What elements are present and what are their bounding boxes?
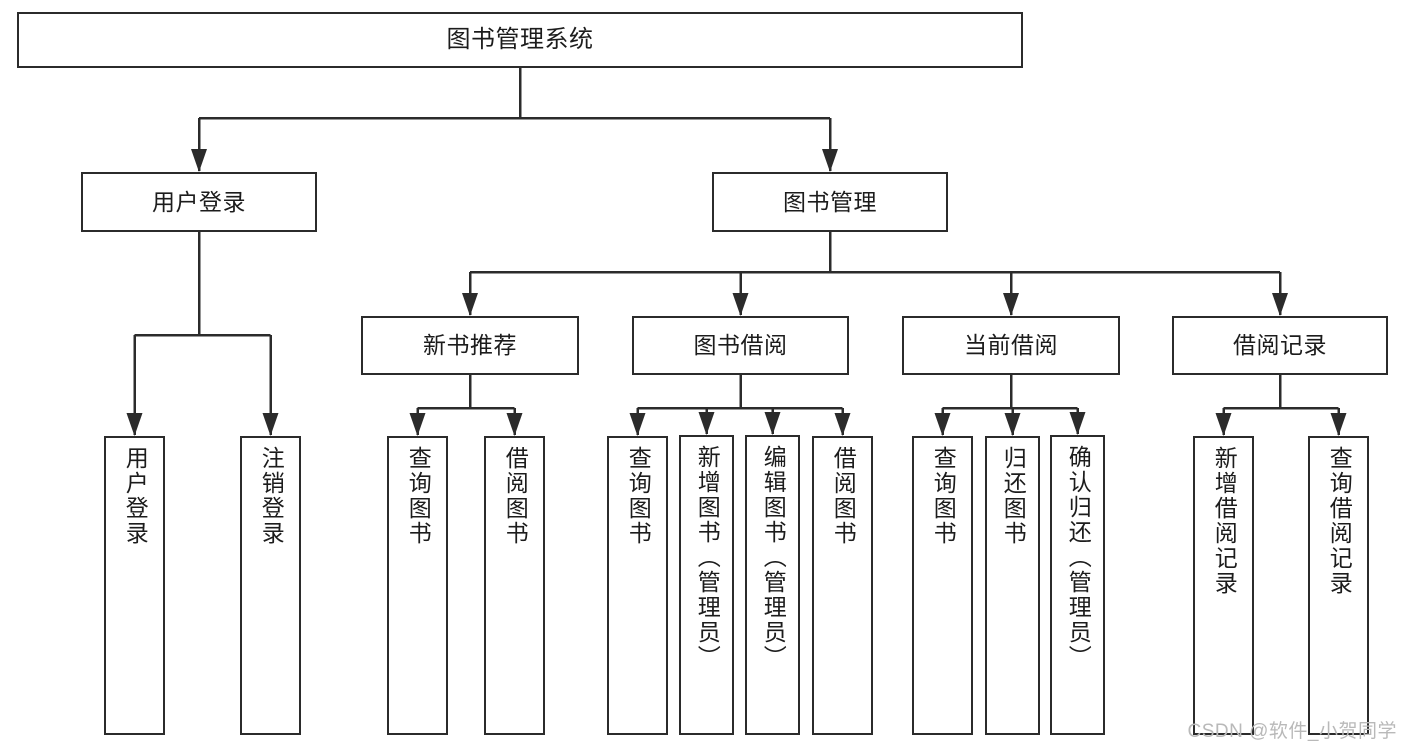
node-label: 查询图书 xyxy=(930,446,957,546)
node-label: 新书推荐 xyxy=(423,332,517,359)
node-leaf-rec-query[interactable]: 查询图书 xyxy=(387,436,448,735)
node-label: 查询图书 xyxy=(625,446,652,546)
node-current-borrow[interactable]: 当前借阅 xyxy=(902,316,1120,375)
node-label: 新增图书（管理员） xyxy=(694,445,721,670)
node-label: 确认归还（管理员） xyxy=(1065,445,1092,670)
node-label: 借阅图书 xyxy=(502,446,529,546)
node-user-login[interactable]: 用户登录 xyxy=(81,172,317,232)
node-borrow-record[interactable]: 借阅记录 xyxy=(1172,316,1388,375)
node-label: 图书借阅 xyxy=(693,332,788,359)
node-new-book-rec[interactable]: 新书推荐 xyxy=(361,316,579,375)
node-label: 借阅图书 xyxy=(830,446,857,546)
node-label: 用户登录 xyxy=(152,188,246,215)
node-label: 新增借阅记录 xyxy=(1211,446,1238,596)
node-leaf-brw-lend[interactable]: 借阅图书 xyxy=(812,436,873,735)
node-leaf-cur-confirm[interactable]: 确认归还（管理员） xyxy=(1050,435,1105,735)
node-label: 图书管理系统 xyxy=(446,26,594,54)
node-label: 当前借阅 xyxy=(964,332,1058,359)
node-leaf-rcd-add[interactable]: 新增借阅记录 xyxy=(1193,436,1254,735)
node-leaf-rec-borrow[interactable]: 借阅图书 xyxy=(484,436,545,735)
csdn-watermark: CSDN @软件_小贺同学 xyxy=(1187,721,1397,742)
node-label: 归还图书 xyxy=(1000,446,1027,546)
node-label: 编辑图书（管理员） xyxy=(760,445,787,670)
node-leaf-user-login[interactable]: 用户登录 xyxy=(104,436,165,735)
node-label: 图书管理 xyxy=(783,188,877,215)
node-label: 借阅记录 xyxy=(1233,332,1327,359)
node-book-borrow[interactable]: 图书借阅 xyxy=(632,316,849,375)
node-leaf-brw-edit[interactable]: 编辑图书（管理员） xyxy=(745,435,800,735)
node-leaf-cur-query[interactable]: 查询图书 xyxy=(912,436,973,735)
node-leaf-user-logout[interactable]: 注销登录 xyxy=(240,436,301,735)
node-label: 注销登录 xyxy=(258,446,285,546)
node-label: 查询借阅记录 xyxy=(1326,446,1353,596)
node-leaf-brw-add[interactable]: 新增图书（管理员） xyxy=(679,435,734,735)
node-label: 用户登录 xyxy=(122,446,149,546)
node-leaf-brw-query[interactable]: 查询图书 xyxy=(607,436,668,735)
node-root[interactable]: 图书管理系统 xyxy=(17,12,1023,68)
node-leaf-rcd-query[interactable]: 查询借阅记录 xyxy=(1308,436,1369,735)
node-leaf-cur-return[interactable]: 归还图书 xyxy=(985,436,1040,735)
node-label: 查询图书 xyxy=(405,446,432,546)
node-book-manage[interactable]: 图书管理 xyxy=(712,172,948,232)
